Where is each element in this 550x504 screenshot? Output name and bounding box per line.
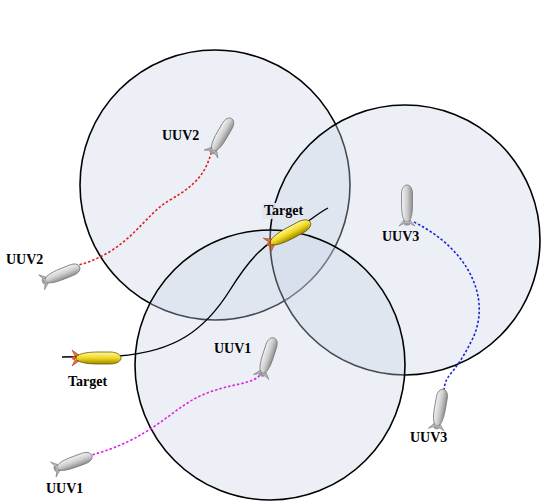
- uuv3-trajectory: [414, 222, 479, 392]
- vehicle-label: UUV2: [4, 252, 45, 268]
- target-icon: [263, 215, 314, 252]
- vehicle-label: UUV3: [380, 229, 421, 245]
- uuv1-range: [135, 230, 405, 500]
- uuv-icon: [204, 115, 238, 159]
- sensor-range-circles: [80, 50, 540, 500]
- target-trajectory: [62, 208, 328, 357]
- vehicle-label: Target: [262, 203, 305, 219]
- vehicle-label: UUV3: [408, 430, 449, 446]
- vehicle-label: UUV1: [44, 481, 85, 497]
- uuv1-trajectory: [88, 372, 262, 456]
- uuv-icon: [254, 335, 282, 379]
- vehicle-label: UUV2: [160, 128, 201, 144]
- vehicle-label: Target: [66, 374, 109, 390]
- uuv-icon: [428, 388, 451, 431]
- uuv2-trajectory: [75, 150, 212, 266]
- uuv-icon: [399, 185, 415, 226]
- uuv-icon: [51, 448, 95, 477]
- target-icon: [72, 350, 121, 366]
- uuv-icon: [39, 259, 83, 289]
- vehicle-label: UUV1: [212, 341, 253, 357]
